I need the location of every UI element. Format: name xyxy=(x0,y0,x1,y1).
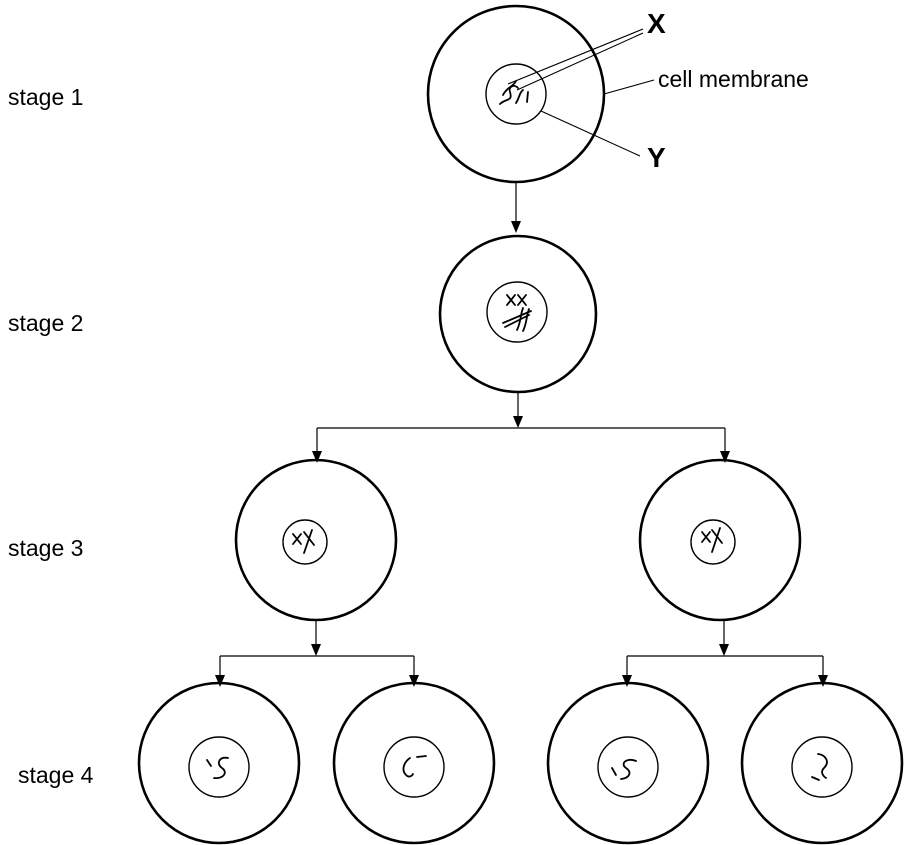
stage-3-left-cell-membrane xyxy=(234,458,398,622)
stage-1-cell xyxy=(426,4,606,184)
stage-4-label: stage 4 xyxy=(18,762,94,788)
stage-4-cell-3-membrane xyxy=(546,681,710,845)
stage-3-left-chromosomes xyxy=(292,529,315,554)
stage-2-chromosomes xyxy=(502,294,532,332)
stage-1-chromosomes xyxy=(499,80,529,105)
label-x: X xyxy=(647,8,666,39)
label-x-group: X xyxy=(507,8,666,91)
stage-4-cell-4-nucleus xyxy=(791,736,853,798)
branch-stage3-right-to-stage4 xyxy=(622,620,828,687)
stage-3-label: stage 3 xyxy=(8,535,83,561)
arrow-stage1-to-stage2 xyxy=(511,182,521,233)
x-leader-line-1 xyxy=(507,28,644,85)
stage-4-cell-2-chromosomes xyxy=(402,755,427,778)
label-cell-membrane: cell membrane xyxy=(658,66,809,92)
stage-4-cell-4-membrane xyxy=(740,681,904,845)
stage-4-cell-2-membrane xyxy=(332,681,496,845)
stage-3-right-cell-membrane xyxy=(638,458,802,622)
stage-4-cell-3-chromosomes xyxy=(611,758,637,780)
stage-1-label: stage 1 xyxy=(8,84,83,110)
y-leader-line xyxy=(540,110,641,157)
stage-2-nucleus xyxy=(486,281,548,343)
stage-2-cell xyxy=(438,234,598,394)
stage-4-cell-1-membrane xyxy=(137,681,301,845)
stage-4-cell-4 xyxy=(740,681,904,845)
membrane-leader-line xyxy=(603,79,655,95)
stage-1-nucleus xyxy=(485,63,547,125)
branch-stage3-left-to-stage4 xyxy=(215,620,419,687)
branch-stage2-to-stage3 xyxy=(312,392,730,463)
label-y: Y xyxy=(647,142,666,173)
stage-4-cell-2 xyxy=(332,681,496,845)
stage-3-left-cell xyxy=(234,458,398,622)
label-membrane-group: cell membrane xyxy=(603,66,809,95)
stage-4-cell-4-chromosomes xyxy=(811,753,828,781)
stage-3-right-chromosomes xyxy=(701,527,723,553)
label-y-group: Y xyxy=(540,110,666,173)
stage-4-cell-1 xyxy=(137,681,301,845)
stage-3-right-cell xyxy=(638,458,802,622)
stage-4-cell-3 xyxy=(546,681,710,845)
stage-2-cell-membrane xyxy=(438,234,598,394)
stage-3-right-nucleus xyxy=(690,519,736,565)
stage-3-left-nucleus xyxy=(282,519,328,565)
stage-4-cell-2-nucleus xyxy=(383,736,445,798)
stage-4-cell-1-nucleus xyxy=(188,736,250,798)
x-leader-line-2 xyxy=(516,32,644,91)
stage-4-cell-1-chromosomes xyxy=(206,756,229,779)
stage-2-label: stage 2 xyxy=(8,310,83,336)
stage-4-cell-3-nucleus xyxy=(597,736,659,798)
stage-1-cell-membrane xyxy=(426,4,606,184)
